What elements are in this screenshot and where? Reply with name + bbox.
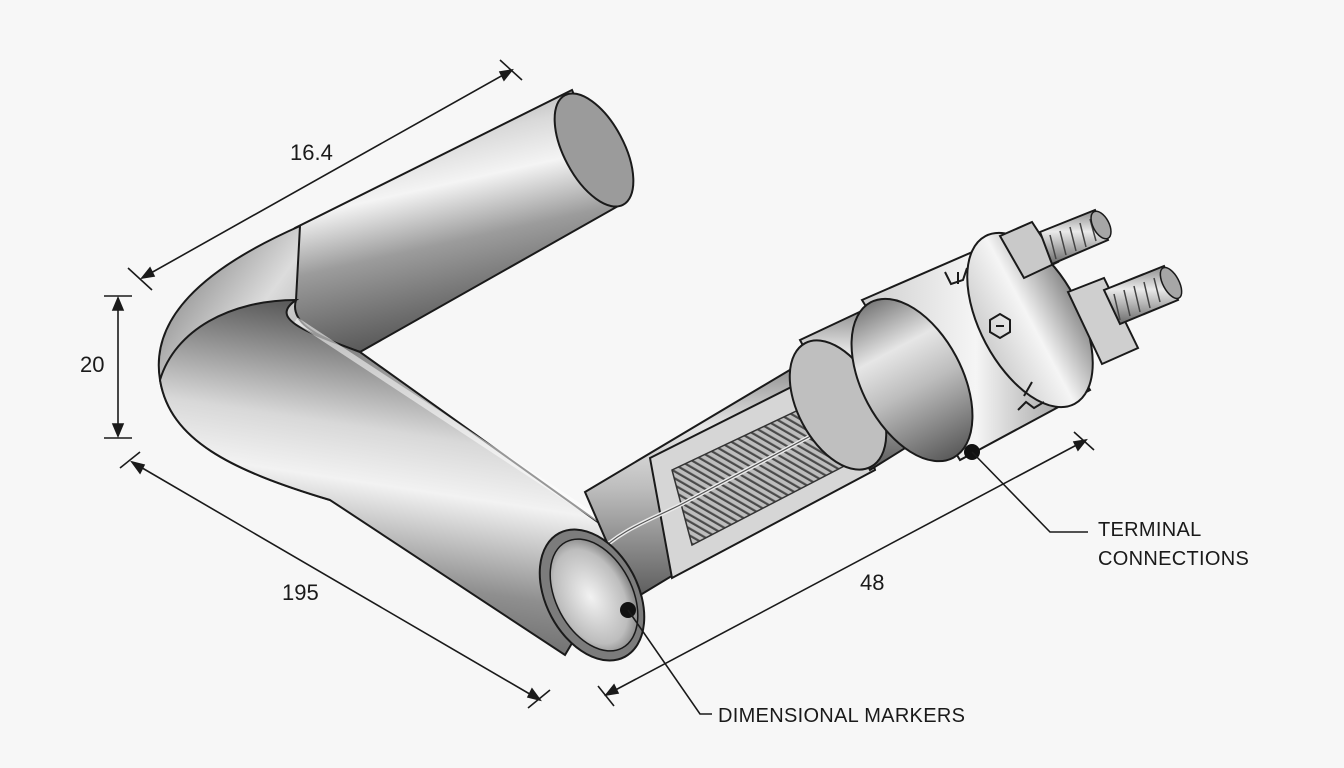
callout-terminal-line2: CONNECTIONS <box>1098 548 1249 570</box>
fitting-housing <box>850 231 1094 463</box>
terminal-lower <box>1066 264 1183 366</box>
dimension-left <box>104 295 132 439</box>
callout-markers-leader <box>620 602 712 715</box>
dimension-right <box>597 431 1095 707</box>
tube-open-end <box>538 528 646 662</box>
dimension-top <box>127 59 523 291</box>
dimension-bottom <box>119 451 551 709</box>
dimension-top-label: 16.4 <box>290 140 333 165</box>
callout-terminal-leader <box>964 444 1088 533</box>
housing-symbol-3 <box>1017 381 1045 411</box>
dimension-left-label: 20 <box>80 352 104 377</box>
callout-terminal-line1: TERMINAL <box>1098 519 1202 541</box>
housing-symbol-1 <box>944 267 968 286</box>
dimension-bottom-label: 195 <box>282 580 319 605</box>
housing-symbol-2 <box>989 312 1011 340</box>
terminal-upper <box>998 208 1112 280</box>
tube-back-end <box>553 92 635 208</box>
dimension-right-label: 48 <box>860 570 884 595</box>
callout-markers-label: DIMENSIONAL MARKERS <box>718 705 965 727</box>
tube-front-arm <box>158 298 632 657</box>
